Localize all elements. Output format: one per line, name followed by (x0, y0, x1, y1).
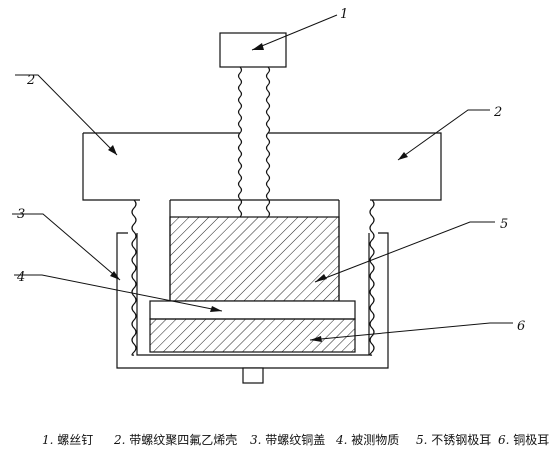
leader-2-left (15, 74, 118, 156)
callout-3: 3 (17, 207, 25, 222)
legend-item-6: 6. 铜极耳 (498, 433, 550, 447)
legend-item-2: 2. 带螺纹聚四氟乙烯壳 (114, 433, 238, 447)
arrow-4 (210, 306, 222, 312)
callout-2-left: 2 (26, 73, 35, 88)
arrow-3 (110, 271, 120, 280)
shell-right-thread (369, 199, 375, 356)
leader-6 (309, 322, 513, 341)
callout-2-right: 2 (493, 105, 502, 120)
arrow-6 (310, 336, 322, 342)
leader-2-right (397, 109, 490, 161)
arrow-2-right (398, 152, 408, 160)
legend: 1. 螺丝钉 2. 带螺纹聚四氟乙烯壳 3. 带螺纹铜盖 4. 被测物质 5. … (0, 427, 559, 451)
ptfe-shell-top (82, 132, 442, 201)
legend-item-1: 1. 螺丝钉 (42, 433, 94, 447)
leader-3 (12, 213, 121, 281)
leader-4 (14, 274, 223, 312)
legend-item-4: 4. 被测物质 (336, 433, 400, 447)
screw-shank-right-thread (265, 66, 271, 218)
copper-tab (149, 318, 356, 353)
measured-substance (169, 216, 340, 302)
callout-5: 5 (500, 217, 508, 232)
leader-5 (314, 221, 495, 283)
callout-6: 6 (517, 319, 525, 334)
callout-1: 1 (340, 7, 348, 22)
arrow-1 (252, 43, 264, 50)
stainless-tab (149, 300, 356, 320)
arrow-5 (315, 274, 327, 282)
arrow-2-left (108, 145, 117, 155)
legend-item-3: 3. 带螺纹铜盖 (250, 433, 326, 447)
cap-nub (242, 367, 264, 384)
screw-shank-left-thread (237, 66, 243, 218)
callout-4: 4 (16, 270, 25, 285)
leader-1 (251, 14, 338, 51)
shell-left-thread (131, 199, 137, 356)
legend-item-5: 5. 不锈钢极耳 (416, 433, 492, 447)
